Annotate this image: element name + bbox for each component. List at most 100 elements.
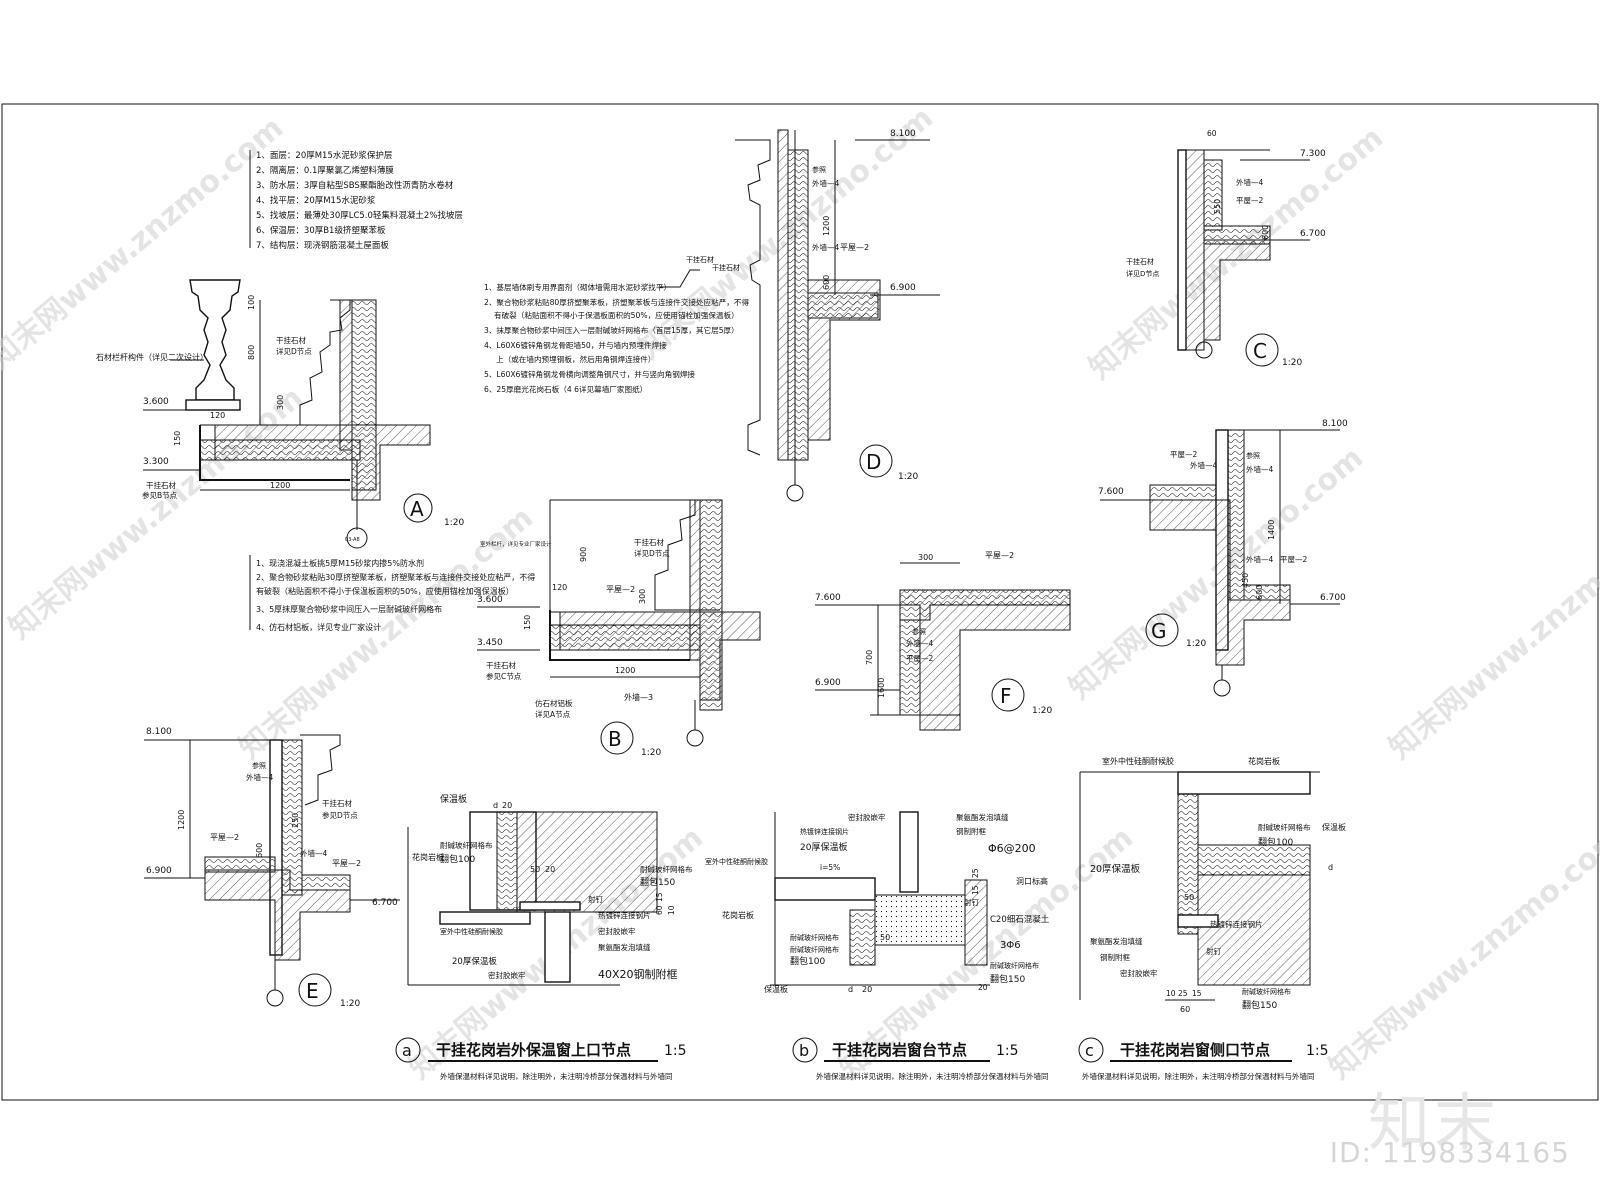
- dim-label: 250: [291, 813, 300, 828]
- callout-label: 干挂石材: [276, 335, 306, 345]
- callout-label: 干挂石材: [712, 263, 740, 272]
- callout-label: 外墙—4: [906, 638, 933, 648]
- callout-label: 20: [545, 865, 555, 874]
- wall-note: 1、基层墙体刷专用界面剂（砌体墙需用水泥砂浆找平）: [484, 282, 671, 292]
- callout-label: 干挂石材: [486, 660, 516, 670]
- elevation-label: 7.300: [1300, 149, 1326, 159]
- wall-note: 5、L60X6镀锌角钢龙骨横向调整角钢尺寸，并与竖向角钢焊接: [484, 369, 695, 379]
- dim-label: 60: [1180, 1005, 1190, 1014]
- callout-label: d: [1328, 863, 1333, 872]
- detail-F: 300 7.600 6.900 700 1600 平屋—2 参照 外墙—4 平屋…: [815, 551, 1071, 731]
- detail-note: 外墙保温材料详见说明，除注明外，未注明冷桥部分保温材料与外墙同: [1082, 1071, 1315, 1081]
- scale-label: 1:20: [340, 999, 360, 1009]
- wall-note-callout: 干挂石材: [686, 255, 714, 264]
- roof-note: 5、找坡层：最薄处30厚LC5.0轻集料混凝土2%找坡层: [256, 210, 463, 221]
- callout-label: 保温板: [440, 793, 467, 805]
- dim-label: 1200: [270, 481, 290, 490]
- callout-label: 耐碱玻纤网格布: [790, 933, 839, 942]
- dim-label: 60: [655, 905, 664, 915]
- callout-label: 翻包100: [440, 853, 475, 865]
- detail-letter: F: [1000, 684, 1012, 708]
- scale-label: 1:20: [444, 518, 464, 528]
- callout-label: 平屋—2: [1170, 450, 1197, 459]
- detail-a: 保温板 d 20 花岗岩板 耐碱玻纤网格布 翻包100 50 20 射钉 耐碱玻…: [395, 793, 693, 1081]
- callout-label: 室外中性硅酮耐候胶: [440, 927, 503, 936]
- dim-label: 600: [822, 275, 831, 290]
- dim-label: 1200: [615, 666, 635, 675]
- scale-label: 1:5: [1306, 1043, 1329, 1059]
- callout-label: 平屋—2: [840, 243, 869, 252]
- callout-label: 花岗岩板: [1248, 756, 1280, 766]
- callout-label: 详见D节点: [276, 346, 312, 356]
- elevation-label: 6.900: [146, 866, 172, 876]
- elevation-label: 8.100: [1322, 419, 1348, 429]
- roof-note: 3、防水层：3厚自粘型SBS聚酯胎改性沥青防水卷材: [256, 180, 454, 191]
- callout-label: 平屋—2: [985, 551, 1014, 560]
- dim-label: 10: [1166, 989, 1176, 998]
- callout-label: 参照: [1246, 451, 1260, 460]
- callout-label: 射钉: [964, 897, 979, 907]
- detail-marker-circle: [1145, 613, 1179, 647]
- callout-label: 干挂石材: [146, 480, 176, 490]
- scale-label: 1:20: [1282, 358, 1302, 368]
- detail-letter: G: [1151, 619, 1167, 643]
- callout-label: d: [493, 801, 498, 810]
- callout-label: Φ6@200: [988, 842, 1036, 855]
- wall-note: 有破裂（粘贴面积不得小于保温板面积的50%，应使用锚栓加强保温板）: [494, 310, 739, 320]
- callout-label: 耐碱玻纤网格布: [440, 840, 493, 850]
- detail-marker-circle: [395, 1037, 421, 1063]
- brand-logo: 知末: [1367, 1086, 1500, 1159]
- callout-label: 耐碱玻纤网格布: [1258, 822, 1311, 832]
- callout-label: 耐碱玻纤网格布: [640, 864, 693, 874]
- dim-label: 300: [638, 589, 647, 604]
- elevation-label: 6.900: [890, 283, 916, 293]
- reference-tag: 03-A8: [345, 537, 360, 543]
- callout-label: 射钉: [1206, 946, 1222, 956]
- wall-note: 上（或在墙内预埋钢板，然后用角钢焊连接件）: [496, 354, 655, 364]
- image-id-label: ID: 1198334165: [1329, 1136, 1570, 1169]
- callout-label: 热镀锌连接钢片: [1210, 919, 1263, 929]
- callout-label: 参照: [912, 627, 926, 636]
- callout-label: 平屋—2: [1236, 196, 1263, 205]
- detail-marker-circle: [600, 721, 634, 755]
- detail-marker-circle: [403, 493, 433, 523]
- roof-note: 7、结构层：现浇钢筋混凝土屋面板: [256, 240, 389, 251]
- elevation-label: 3.300: [143, 457, 169, 467]
- detail-title: 干挂花岗岩外保温窗上口节点: [436, 1041, 631, 1059]
- callout-label: 密封胶嵌牢: [598, 926, 636, 936]
- callout-label: 平屋—2: [906, 654, 933, 663]
- dim-label: 15: [971, 885, 980, 895]
- detail-letter: b: [799, 1041, 809, 1060]
- callout-label: 参照: [812, 165, 826, 174]
- detail-marker-circle: [1078, 1037, 1104, 1063]
- dim-label: 20: [978, 983, 988, 992]
- detail-marker-circle: [792, 1037, 818, 1063]
- callout-label: 20: [502, 801, 512, 810]
- detail-b: 密封胶嵌牢 热镀锌连接钢片 20厚保温板 室外中性硅酮耐候胶 i=5% 耐碱玻纤…: [705, 811, 1050, 1081]
- detail-E: 8.100 6.900 6.700 1200 600 250 参照 外墙—4 干…: [144, 727, 400, 1009]
- dim-label: 900: [579, 547, 588, 562]
- baluster-shape: [189, 279, 241, 401]
- dim-label: 600: [255, 843, 264, 858]
- detail-marker-circle: [298, 973, 332, 1007]
- callout-label: 外墙—3: [624, 692, 653, 702]
- detail-marker-circle: [991, 678, 1025, 712]
- callout-label: 20: [862, 985, 872, 994]
- callout-label: 聚氨酯发泡填缝: [1090, 936, 1143, 946]
- dim-label: 120: [210, 411, 225, 420]
- wall-note: 2、聚合物砂浆粘贴80厚挤塑聚苯板，挤塑聚苯板与连接件交接处应粘严，不得: [484, 297, 749, 307]
- detail-C: 60 7.300 6.700 550 600 外墙—4 平屋—2 干挂石材 详见…: [1126, 129, 1326, 368]
- roof-notes: 1、面层：20厚M15水泥砂浆保护层 2、隔离层：0.1厚聚氯乙烯塑料薄膜 3、…: [249, 150, 463, 251]
- callout-label: 耐碱玻纤网格布: [1242, 987, 1291, 996]
- dim-label: 800: [247, 345, 256, 360]
- callout-label: 外墙—4: [1246, 464, 1273, 474]
- callout-label: 保温板: [764, 984, 788, 994]
- dim-label: 10: [667, 905, 676, 915]
- detail-letter: a: [402, 1041, 412, 1060]
- dim-label: 100: [247, 295, 256, 310]
- watermark-text: 知末网www.znzmo.com: [233, 500, 540, 766]
- dim-label: 450: [1241, 573, 1250, 588]
- detail-marker-circle: [1245, 333, 1279, 367]
- callout-label: C20细石混凝土: [990, 914, 1050, 925]
- detail-title: 干挂花岗岩窗台节点: [832, 1041, 967, 1059]
